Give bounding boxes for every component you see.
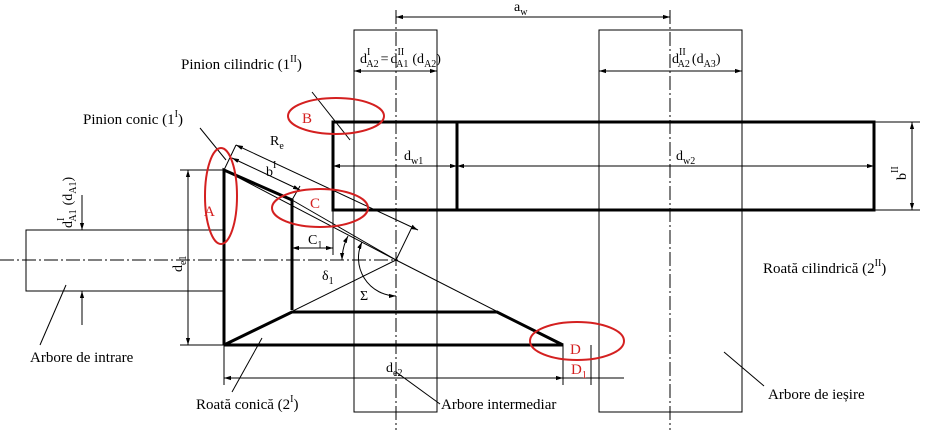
dw1-label: dw1 <box>404 149 423 167</box>
dw2-label: dw2 <box>676 149 695 167</box>
bevel-wheel-body <box>223 310 564 347</box>
bI-label: bI <box>266 160 276 180</box>
de2-label: de2 <box>386 361 402 379</box>
C1-label: C1 <box>308 233 322 251</box>
bII-label: bII <box>890 166 910 180</box>
D1-label: D1 <box>571 362 587 381</box>
aw-label: aw <box>514 0 528 18</box>
label-arbore-iesire: Arbore de ieșire <box>768 387 865 403</box>
sigma-label: Σ <box>360 289 368 304</box>
label-roata-cilindrica: Roată cilindrică (2II) <box>763 258 886 277</box>
leader-roata-conica <box>231 337 263 393</box>
dA1-label: dIA1(dA1) <box>56 177 79 228</box>
label-arbore-intermediar: Arbore intermediar <box>441 397 556 413</box>
bI-dimension-line <box>231 157 301 191</box>
svg-text:C: C <box>310 196 320 212</box>
label-pinion-conic: Pinion conic (1I) <box>83 109 183 128</box>
sigma-arc <box>357 241 397 299</box>
leader-pinion-conic <box>199 127 227 161</box>
delta1-label: δ1 <box>322 269 334 287</box>
Re-label: Re <box>270 134 284 152</box>
delta1-arc <box>339 235 349 261</box>
leader-arbore-intrare <box>39 284 67 346</box>
de1-label: de1 <box>171 256 189 272</box>
marker-A: A <box>204 147 238 245</box>
marker-B: B <box>287 97 385 135</box>
label-arbore-intrare: Arbore de intrare <box>30 350 134 366</box>
inner-ref-line <box>395 224 414 261</box>
cone-ref-line <box>223 259 397 346</box>
marker-C: C <box>271 188 369 228</box>
marker-D: D <box>529 321 625 361</box>
pitch-cone-line-lower <box>395 259 564 346</box>
label-roata-conica: Roată conică (2I) <box>196 394 298 413</box>
svg-text:B: B <box>302 111 312 127</box>
leader-arbore-intermediar <box>395 371 441 405</box>
label-pinion-cilindric: Pinion cilindric (1II) <box>181 54 302 73</box>
svg-text:D: D <box>570 342 581 358</box>
leader-arbore-iesire <box>723 351 765 387</box>
svg-text:A: A <box>204 204 215 220</box>
